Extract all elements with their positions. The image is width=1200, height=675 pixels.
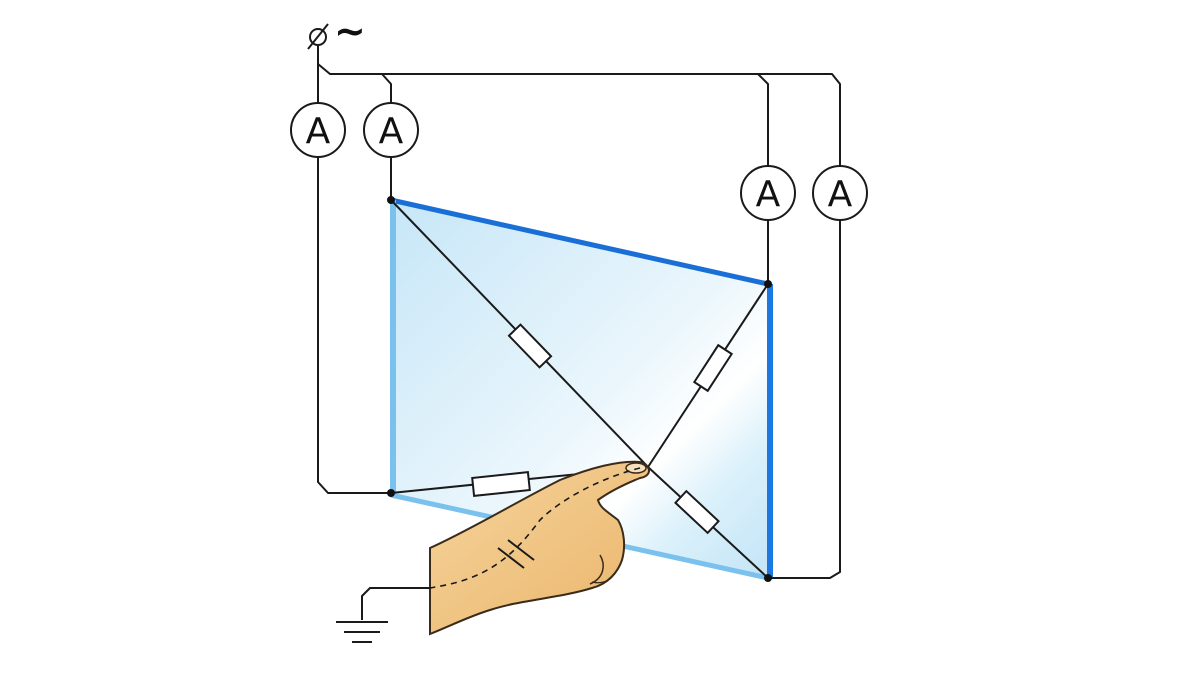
ground-icon	[336, 621, 388, 643]
supply-wire	[317, 46, 841, 579]
ammeter-4-label: A	[828, 174, 853, 215]
node-bottom-right	[764, 574, 772, 582]
body-current-path	[429, 467, 641, 589]
panel-top-electrode	[390, 197, 769, 287]
ammeter-2-circle	[363, 102, 419, 158]
wire-ammeter-2	[381, 73, 392, 200]
ground-wire	[361, 587, 430, 620]
resistor-top-left	[507, 323, 553, 369]
node-top-right	[764, 280, 772, 288]
ammeter-3-circle	[740, 165, 796, 221]
resistor-bottom-right	[674, 489, 720, 535]
ammeter-1-label: A	[306, 111, 331, 152]
node-bottom-left	[387, 489, 395, 497]
ammeter-1-circle	[290, 102, 346, 158]
ac-source-terminal-icon	[307, 23, 329, 50]
ammeter-2-label: A	[379, 111, 404, 152]
resistor-bottom-left	[471, 471, 531, 497]
node-top-left	[387, 196, 395, 204]
wire-ammeter-1	[317, 64, 391, 494]
body-capacitor-icon	[497, 539, 535, 569]
fingernail	[625, 462, 647, 474]
ac-symbol-label: ~	[334, 9, 366, 53]
ammeter-3-label: A	[756, 174, 781, 215]
ammeter-4-circle	[812, 165, 868, 221]
finger-hand-illustration	[429, 460, 650, 636]
resistor-top-right	[692, 343, 734, 393]
